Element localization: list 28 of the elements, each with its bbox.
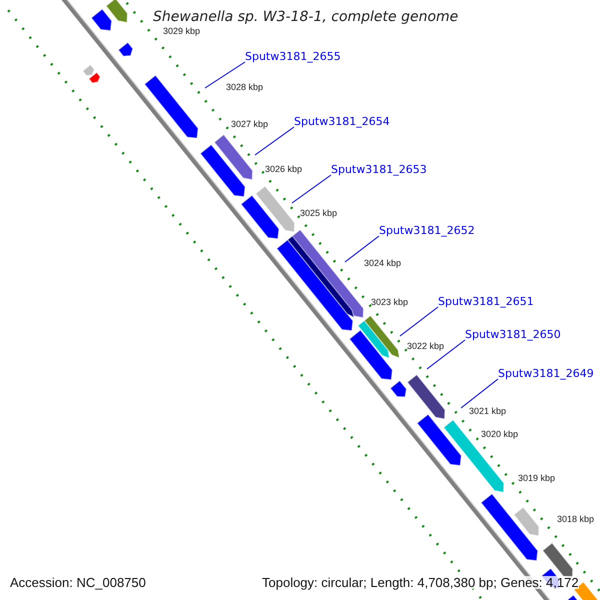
gene-label: Sputw3181_2652 xyxy=(379,225,475,236)
tick-label: 3022 kbp xyxy=(407,342,444,351)
footer-text: Accession: NC_008750 xyxy=(10,576,146,589)
tick-label: 3023 kbp xyxy=(371,298,408,307)
tick-label: 3028 kbp xyxy=(226,83,264,92)
tick-label: 3024 kbp xyxy=(364,259,402,268)
tick-label: 3025 kbp xyxy=(300,209,338,218)
leader-line xyxy=(426,340,466,370)
gene-label: Sputw3181_2653 xyxy=(331,164,427,175)
gene-label: Sputw3181_2651 xyxy=(438,296,534,307)
leader-line xyxy=(204,62,246,88)
leader-line xyxy=(292,174,332,204)
leader-line xyxy=(344,236,380,262)
tick-label: 3018 kbp xyxy=(557,515,594,524)
gene-label: Sputw3181_2649 xyxy=(498,368,594,379)
footer-text: Topology: circular; Length: 4,708,380 bp; Genes: 4,172 xyxy=(262,576,579,589)
tick-label: 3029 kbp xyxy=(163,27,200,36)
gene-label: Sputw3181_2650 xyxy=(465,329,561,340)
gene-label: Sputw3181_2655 xyxy=(245,51,341,62)
tick-label: 3021 kbp xyxy=(469,407,506,416)
tick-label: 3026 kbp xyxy=(265,165,302,174)
tick-label: 3027 kbp xyxy=(231,120,268,129)
leader-line xyxy=(460,378,498,408)
leader-line xyxy=(400,306,438,336)
tick-label: 3019 kbp xyxy=(518,474,556,483)
tick-label: 3020 kbp xyxy=(481,430,518,439)
gene-label: Sputw3181_2654 xyxy=(294,116,390,127)
leader-line xyxy=(254,126,294,156)
